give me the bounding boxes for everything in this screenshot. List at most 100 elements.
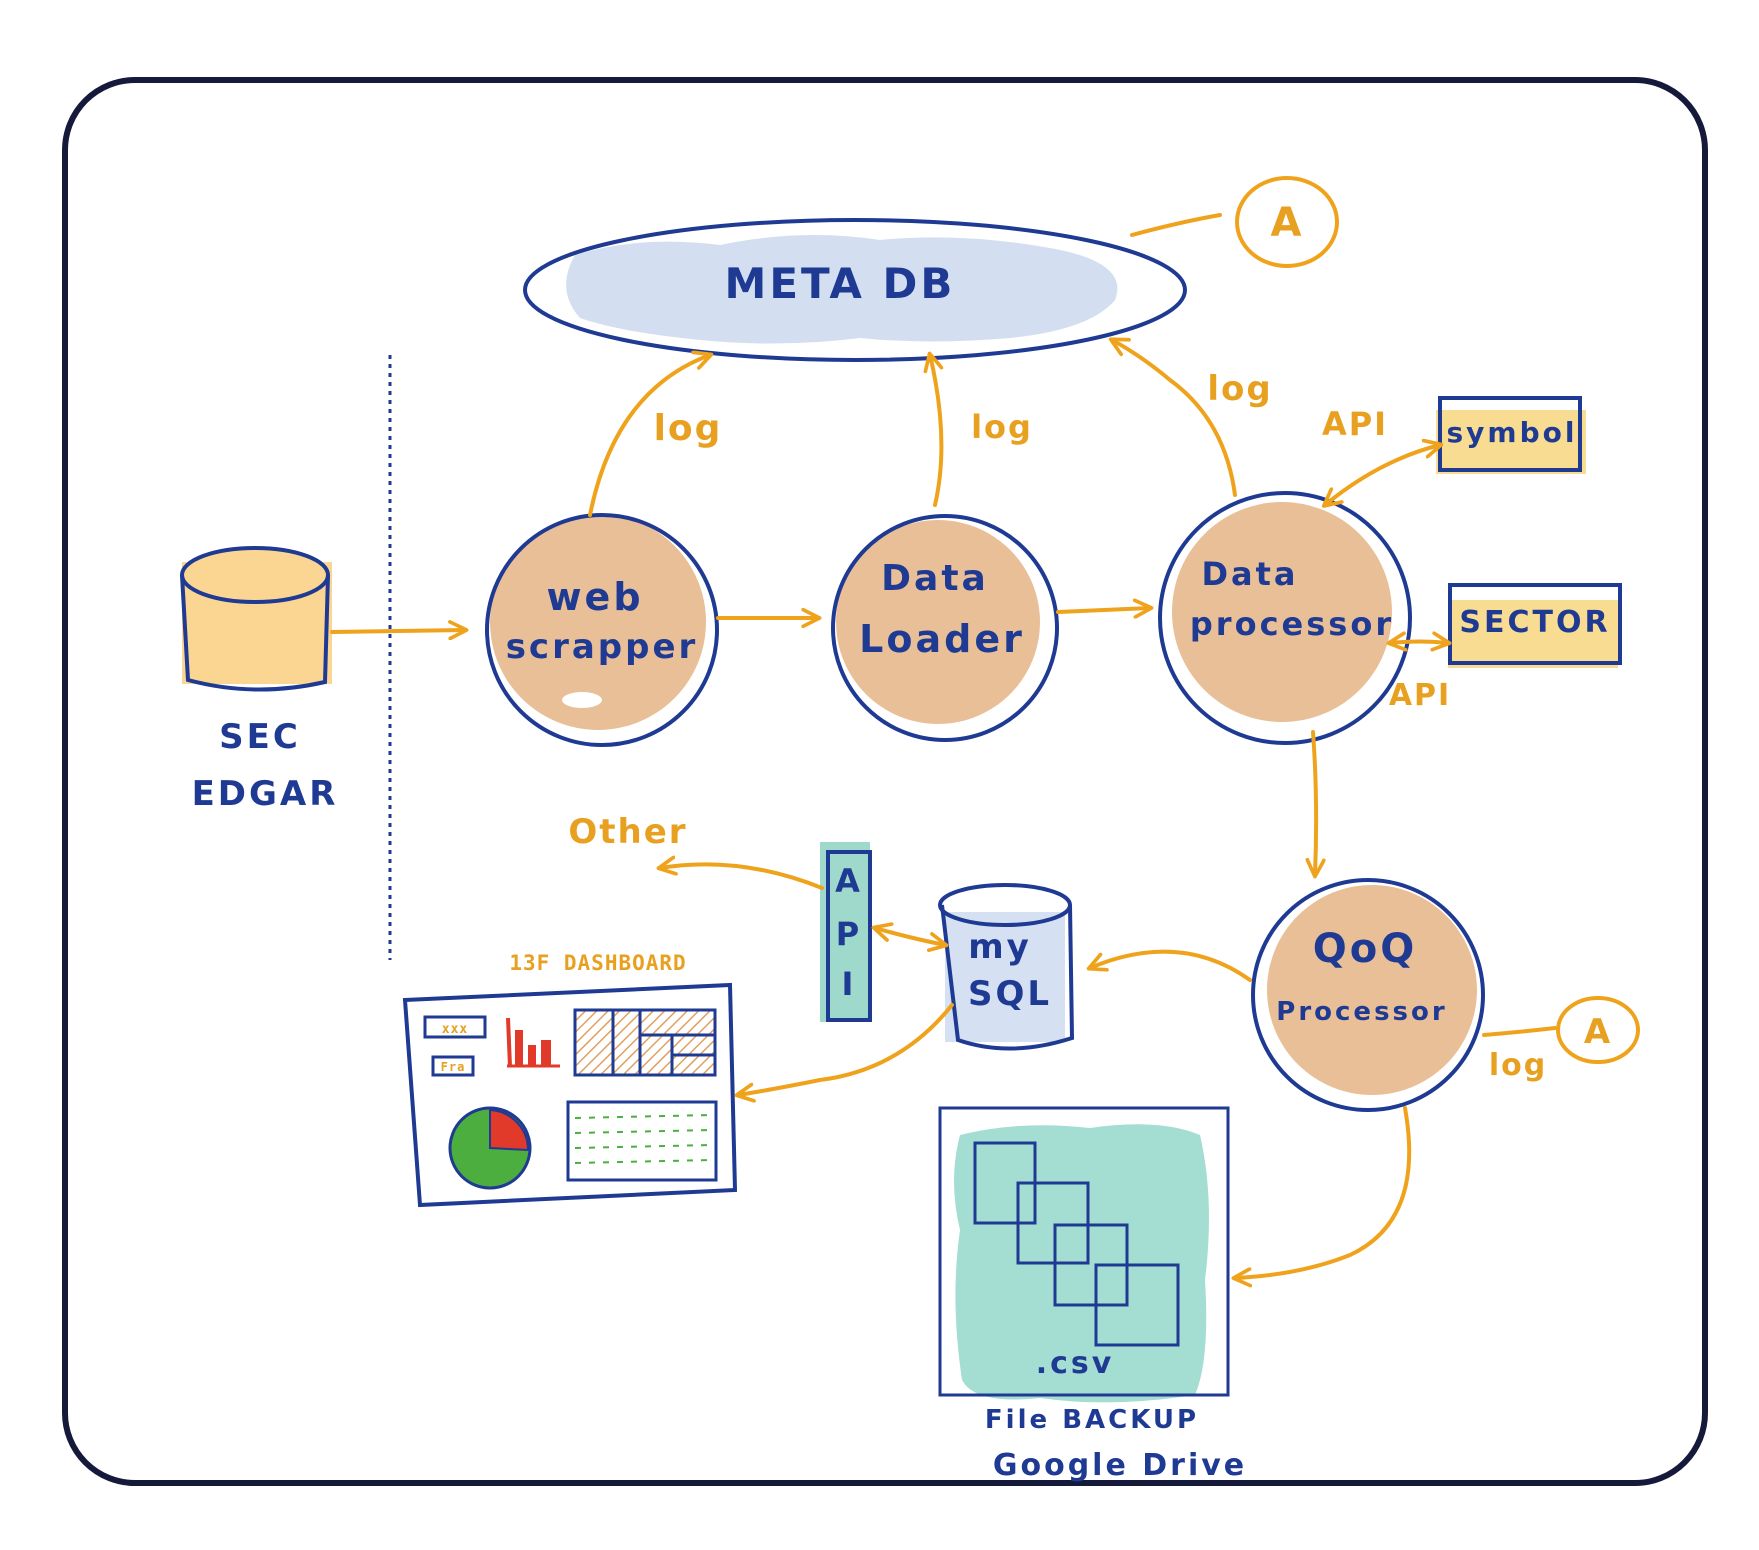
arrow-loader-to-processor	[1056, 608, 1150, 612]
symbol-tag-label: symbol	[1447, 416, 1578, 449]
data-processor: Data processor	[1158, 491, 1412, 745]
edge-label-other: Other	[568, 812, 687, 852]
sector-tag-box	[1448, 583, 1622, 665]
arrow-scrapper-log	[588, 355, 710, 517]
mysql-label-1: my	[968, 927, 1032, 967]
mysql-db: my SQL	[938, 883, 1075, 1051]
data-loader-label-1: Data	[881, 558, 989, 599]
meta-db-cloud	[566, 235, 1118, 344]
data-processor-fill	[1172, 502, 1392, 722]
qoq-processor-circle	[1251, 878, 1485, 1112]
web-scrapper: web scrapper	[485, 513, 719, 747]
connector-a-qoq: A	[1482, 996, 1640, 1064]
arrow-api-mysql	[875, 928, 945, 945]
edge-label-log-loader: log	[971, 408, 1033, 446]
web-scrapper-circle	[485, 513, 719, 747]
edge-label-log-processor: log	[1207, 369, 1272, 409]
arrow-api-to-other	[660, 864, 824, 890]
sector-tag-label: SECTOR	[1459, 605, 1610, 640]
data-loader-label-2: Loader	[859, 617, 1025, 661]
mysql-fill	[945, 912, 1065, 1042]
web-scrapper-fill	[490, 514, 706, 730]
api-gateway-box	[826, 850, 872, 1022]
data-loader: Data Loader	[831, 514, 1059, 742]
meta-db-ellipse	[523, 218, 1187, 362]
api-gateway-letter-a: A	[835, 862, 863, 900]
sec-edgar-cylinder	[180, 574, 330, 692]
dashboard-tag-1-label: xxx	[442, 1022, 468, 1037]
arrow-processor-symbol	[1325, 445, 1440, 505]
qoq-processor-fill	[1267, 885, 1477, 1095]
connector-a-top-label: A	[1271, 200, 1304, 246]
data-loader-circle	[831, 514, 1059, 742]
api-gateway-letter-p: P	[836, 915, 862, 953]
file-backup-box	[938, 1106, 1230, 1397]
file-backup: .csv File BACKUP Google Drive	[938, 1106, 1247, 1483]
sector-tag-fill	[1448, 600, 1618, 668]
mysql-label-2: SQL	[968, 974, 1052, 1014]
dashboard-bar	[541, 1040, 551, 1066]
dashboard-title: 13F DASHBOARD	[509, 951, 686, 975]
arrow-loader-log	[930, 355, 944, 507]
qoq-processor-label-1: QoQ	[1313, 926, 1418, 972]
dashboard-tag-2	[431, 1055, 475, 1077]
symbol-tag-fill	[1436, 410, 1586, 474]
dashboard-table-widget	[566, 1100, 718, 1182]
dashboard-pie-chart	[448, 1106, 532, 1190]
diagram-frame	[62, 77, 1708, 1486]
dashboard-tag-2-label: Fra	[441, 1060, 466, 1074]
file-icon	[1016, 1181, 1090, 1265]
data-loader-fill	[836, 520, 1040, 724]
dashboard-bar	[515, 1030, 523, 1066]
sec-edgar: SEC EDGAR	[180, 546, 339, 814]
edge-label-api-sector: API	[1389, 678, 1451, 713]
sec-edgar-fill-top	[182, 548, 332, 608]
api-gateway-letter-i: I	[842, 965, 857, 1003]
file-backup-caption-1: File BACKUP	[985, 1405, 1199, 1435]
file-backup-file-label: .csv	[1036, 1346, 1115, 1381]
dashboard-grid-widget	[573, 1008, 717, 1077]
data-processor-label-1: Data	[1201, 555, 1298, 593]
arrow-mysql-to-dashboard	[738, 1003, 954, 1095]
symbol-tag-box	[1438, 396, 1582, 472]
sec-edgar-cylinder-top	[180, 546, 330, 604]
flow-arrows	[330, 340, 1448, 1278]
dashboard-sketch: 13F DASHBOARD xxx Fra	[402, 951, 738, 1208]
dashboard-tag-1	[423, 1015, 487, 1039]
mysql-cylinder	[940, 904, 1075, 1051]
api-gateway: A P I	[820, 842, 872, 1022]
connector-a-top: A	[1130, 176, 1339, 268]
sector-tag: SECTOR	[1448, 583, 1622, 668]
file-backup-caption-2: Google Drive	[993, 1448, 1247, 1483]
mysql-cylinder-top	[938, 883, 1072, 927]
edge-label-log-scrapper: log	[654, 408, 723, 449]
edge-label-log-qoq: log	[1489, 1048, 1547, 1083]
sec-edgar-label-1: SEC	[219, 717, 301, 757]
file-icon	[1094, 1263, 1180, 1347]
dashboard-bar-chart	[506, 1017, 560, 1068]
dashboard-pie-slice	[489, 1108, 530, 1152]
qoq-processor-label-2: Processor	[1276, 997, 1447, 1027]
connector-a-qoq-circle	[1556, 996, 1640, 1064]
arrow-processor-to-qoq	[1313, 730, 1316, 875]
data-processor-circle	[1158, 491, 1412, 745]
connector-a-top-circle	[1235, 176, 1339, 268]
web-scrapper-label-2: scrapper	[506, 627, 699, 667]
arrow-qoq-to-backup	[1235, 1106, 1412, 1278]
arrow-processor-log	[1112, 340, 1237, 497]
web-scrapper-label-1: web	[546, 575, 643, 619]
data-processor-label-2: processor	[1190, 605, 1394, 643]
web-scrapper-highlight	[562, 692, 602, 708]
edge-label-api-symbol: API	[1322, 405, 1388, 443]
arrow-processor-sector	[1390, 642, 1448, 644]
meta-db-label: META DB	[725, 259, 956, 308]
arrow-qoq-to-mysql	[1090, 949, 1252, 982]
connector-a-qoq-label: A	[1584, 1012, 1612, 1052]
meta-db: META DB	[523, 218, 1187, 362]
sec-edgar-label-2: EDGAR	[192, 774, 339, 814]
arrow-sec-to-scrapper	[330, 630, 465, 632]
symbol-tag: symbol	[1436, 396, 1586, 474]
dashboard-bar	[528, 1045, 536, 1066]
qoq-processor: QoQ Processor	[1251, 878, 1485, 1112]
